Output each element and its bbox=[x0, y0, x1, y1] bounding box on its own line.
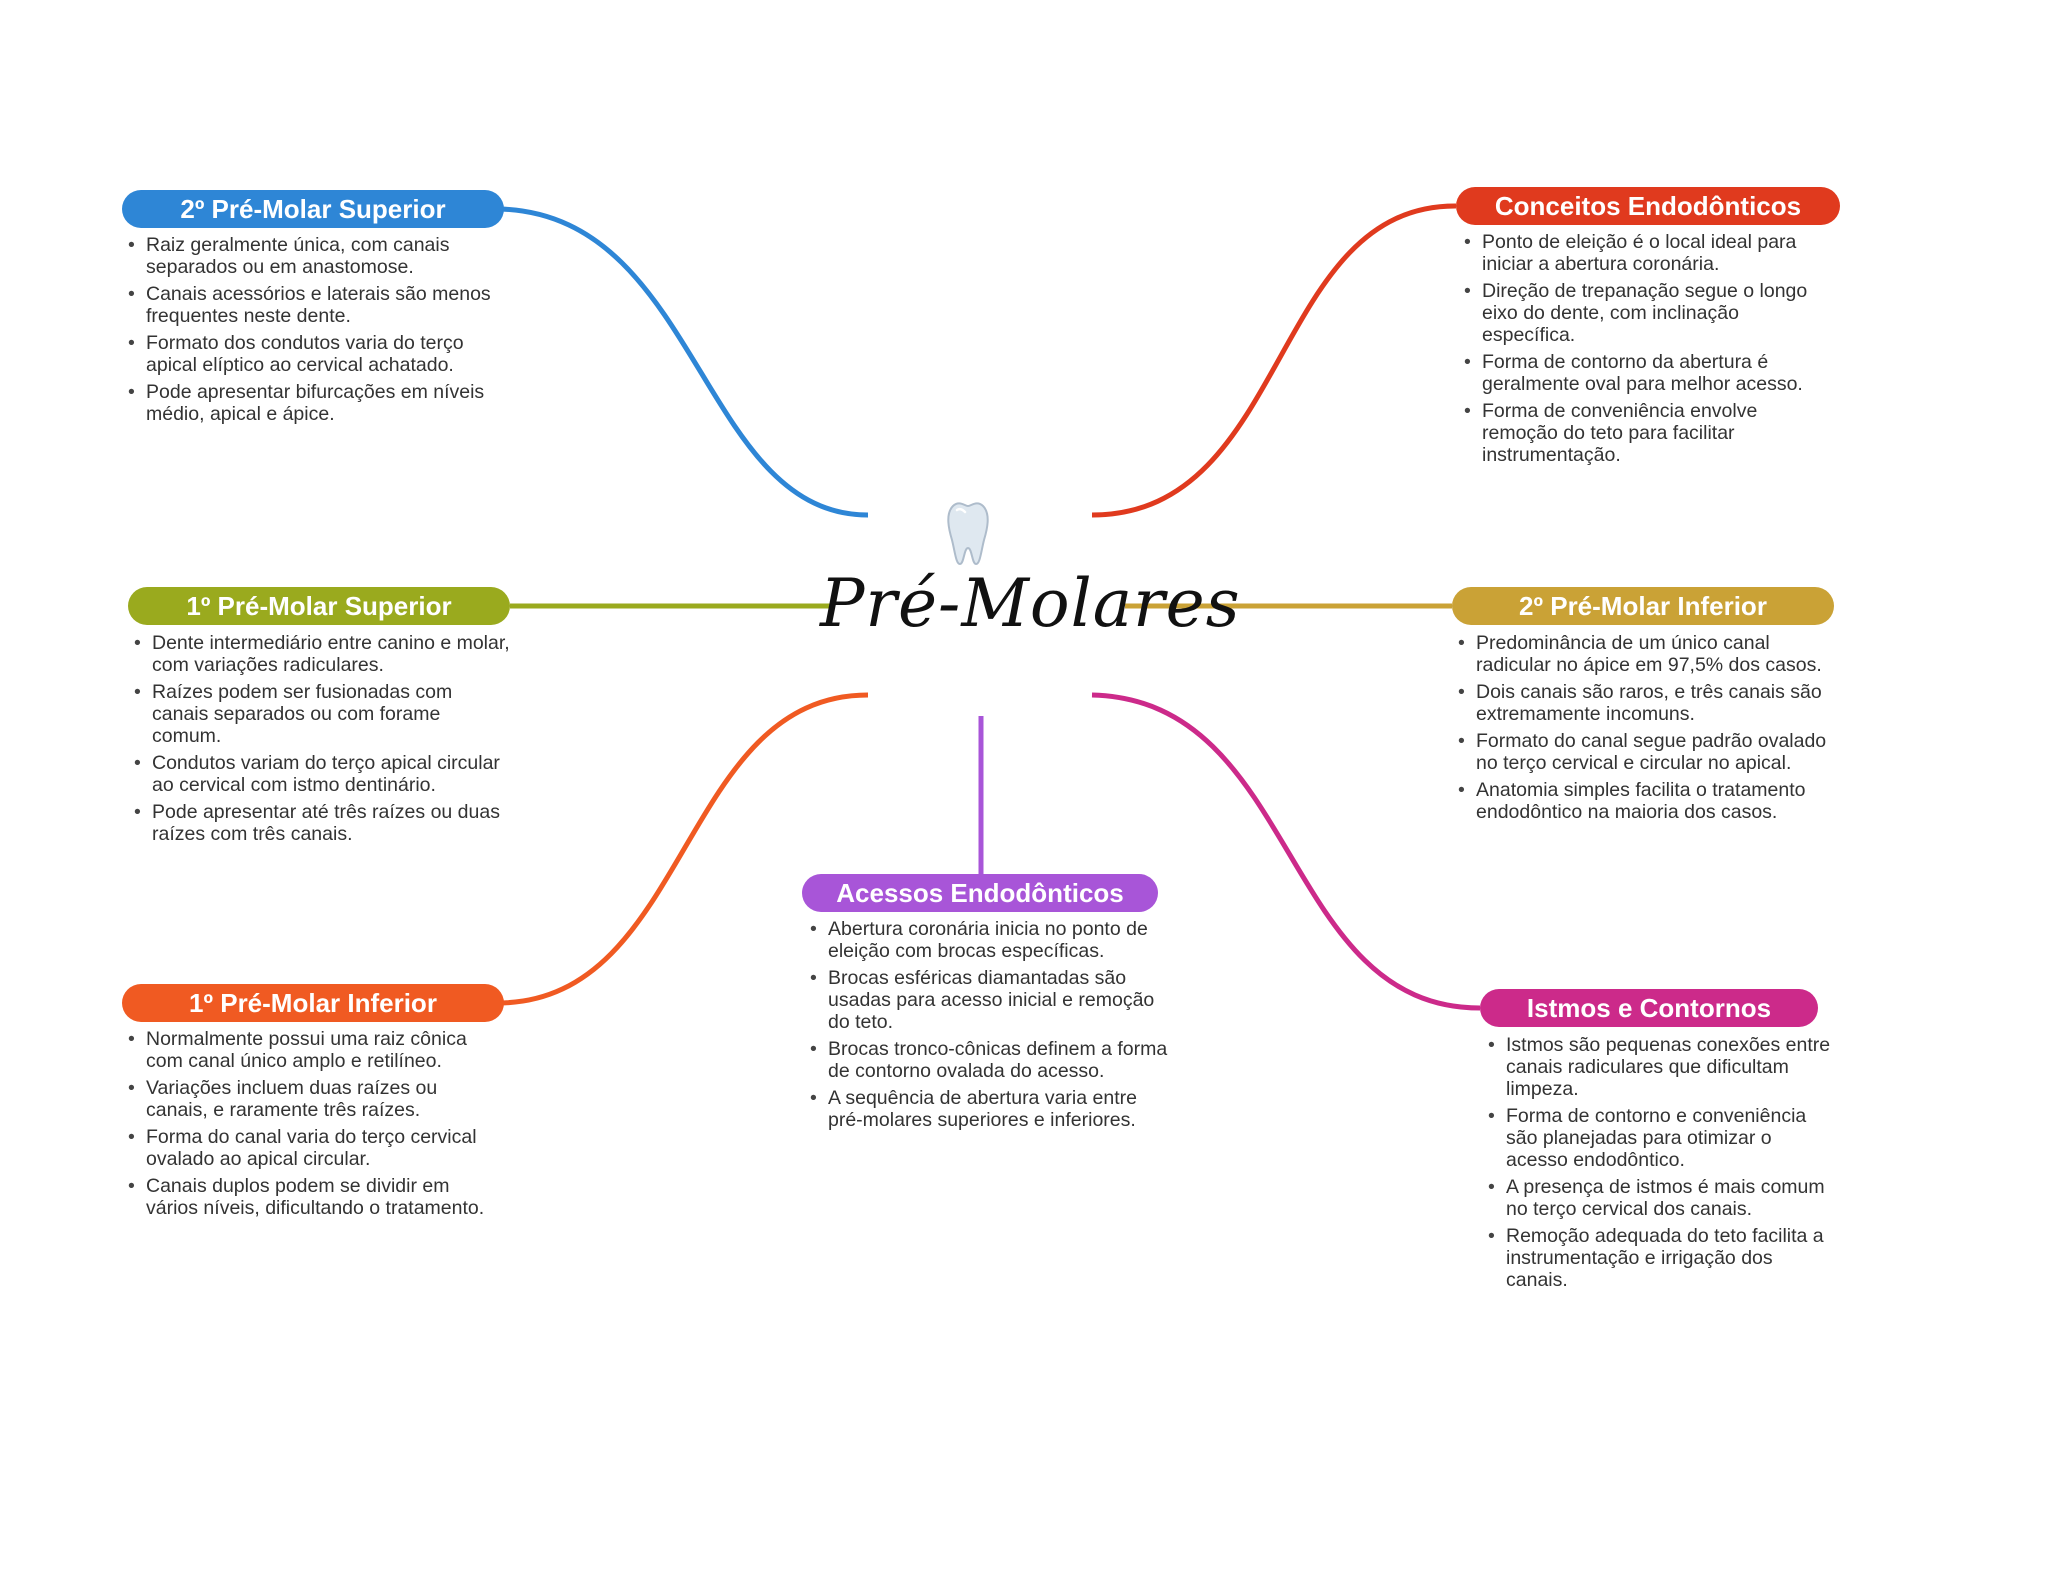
list-item: A sequência de abertura varia entre pré-… bbox=[804, 1087, 1174, 1131]
list-item: Brocas esféricas diamantadas são usadas … bbox=[804, 967, 1174, 1033]
list-item: Predominância de um único canal radicula… bbox=[1452, 632, 1827, 676]
topic-title-istmos: Istmos e Contornos bbox=[1480, 989, 1818, 1027]
tooth-icon bbox=[947, 502, 989, 566]
list-item: Forma de contorno da abertura é geralmen… bbox=[1458, 351, 1833, 395]
list-item: Condutos variam do terço apical circular… bbox=[128, 752, 513, 796]
list-item: Pode apresentar até três raízes ou duas … bbox=[128, 801, 513, 845]
topic-list-pm1-inferior: Normalmente possui uma raiz cônica com c… bbox=[122, 1028, 492, 1224]
list-item: Normalmente possui uma raiz cônica com c… bbox=[122, 1028, 492, 1072]
list-item: Forma de contorno e conveniência são pla… bbox=[1482, 1105, 1832, 1171]
connector-istmos bbox=[1091, 692, 1481, 1011]
list-item: Pode apresentar bifurcações em níveis mé… bbox=[122, 381, 492, 425]
list-item: Forma do canal varia do terço cervical o… bbox=[122, 1126, 492, 1170]
list-item: Forma de conveniência envolve remoção do… bbox=[1458, 400, 1833, 466]
list-item: Ponto de eleição é o local ideal para in… bbox=[1458, 231, 1833, 275]
topic-list-acessos: Abertura coronária inicia no ponto de el… bbox=[804, 918, 1174, 1136]
topic-title-pm1-superior: 1º Pré-Molar Superior bbox=[128, 587, 510, 625]
list-item: Istmos são pequenas conexões entre canai… bbox=[1482, 1034, 1832, 1100]
list-item: Remoção adequada do teto facilita a inst… bbox=[1482, 1225, 1832, 1291]
list-item: Formato dos condutos varia do terço apic… bbox=[122, 332, 492, 376]
topic-title-pm2-inferior: 2º Pré-Molar Inferior bbox=[1452, 587, 1834, 625]
topic-title-conceitos: Conceitos Endodônticos bbox=[1456, 187, 1840, 225]
list-item: A presença de istmos é mais comum no ter… bbox=[1482, 1176, 1832, 1220]
list-item: Abertura coronária inicia no ponto de el… bbox=[804, 918, 1174, 962]
topic-title-acessos: Acessos Endodônticos bbox=[802, 874, 1158, 912]
connector-conceitos bbox=[1091, 203, 1457, 518]
list-item: Dois canais são raros, e três canais são… bbox=[1452, 681, 1827, 725]
list-item: Formato do canal segue padrão ovalado no… bbox=[1452, 730, 1827, 774]
list-item: Brocas tronco-cônicas definem a forma de… bbox=[804, 1038, 1174, 1082]
topic-list-pm1-superior: Dente intermediário entre canino e molar… bbox=[128, 632, 513, 850]
center-title: Pré-Molares bbox=[820, 565, 1241, 642]
topic-list-pm2-superior: Raiz geralmente única, com canais separa… bbox=[122, 234, 492, 430]
topic-list-pm2-inferior: Predominância de um único canal radicula… bbox=[1452, 632, 1827, 828]
topic-list-conceitos: Ponto de eleição é o local ideal para in… bbox=[1458, 231, 1833, 471]
list-item: Dente intermediário entre canino e molar… bbox=[128, 632, 513, 676]
list-item: Anatomia simples facilita o tratamento e… bbox=[1452, 779, 1827, 823]
list-item: Variações incluem duas raízes ou canais,… bbox=[122, 1077, 492, 1121]
connector-pm1-inferior bbox=[499, 692, 869, 1006]
topic-title-pm1-inferior: 1º Pré-Molar Inferior bbox=[122, 984, 504, 1022]
list-item: Raízes podem ser fusionadas com canais s… bbox=[128, 681, 513, 747]
list-item: Canais acessórios e laterais são menos f… bbox=[122, 283, 492, 327]
topic-title-pm2-superior: 2º Pré-Molar Superior bbox=[122, 190, 504, 228]
list-item: Canais duplos podem se dividir em vários… bbox=[122, 1175, 492, 1219]
list-item: Direção de trepanação segue o longo eixo… bbox=[1458, 280, 1833, 346]
connector-pm2-superior bbox=[499, 206, 869, 518]
topic-list-istmos: Istmos são pequenas conexões entre canai… bbox=[1482, 1034, 1832, 1296]
list-item: Raiz geralmente única, com canais separa… bbox=[122, 234, 492, 278]
